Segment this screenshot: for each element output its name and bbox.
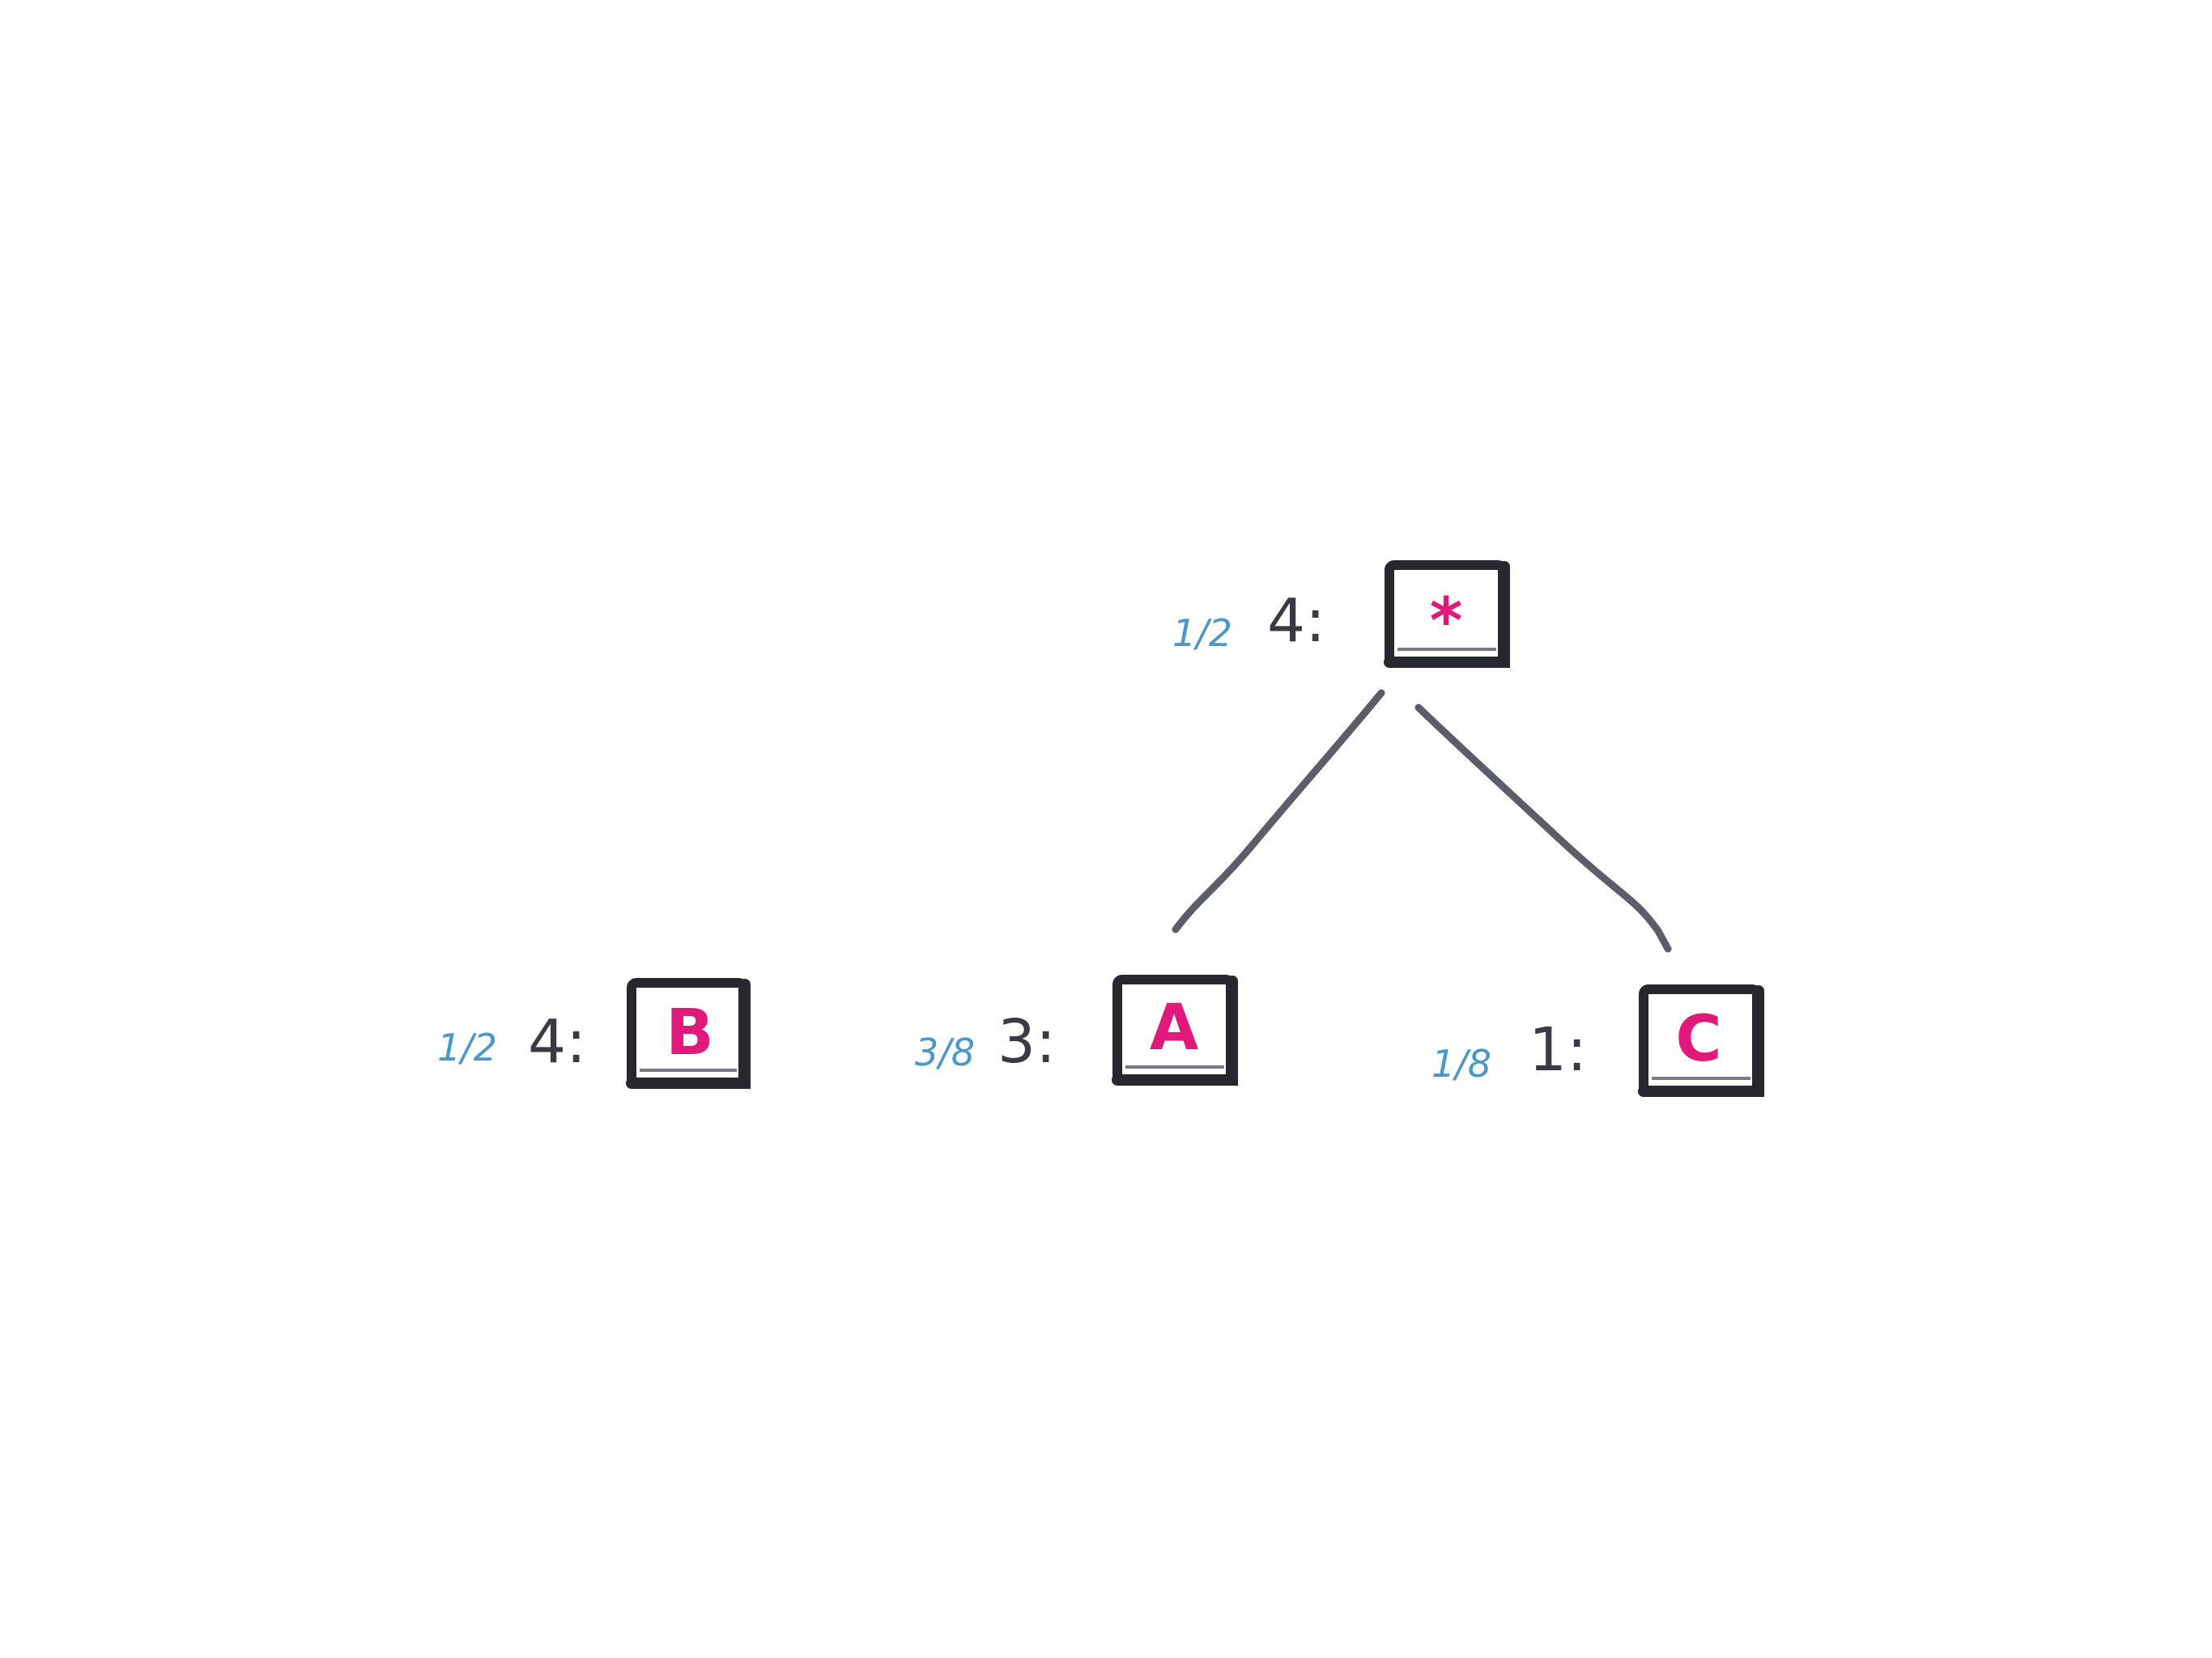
node-root-fraction: 1/2 (1172, 611, 1232, 655)
node-root-weight: 4: (1267, 586, 1325, 656)
node-b-symbol: B (666, 997, 713, 1069)
node-b-weight: 4: (528, 1007, 586, 1077)
node-root-symbol: * (1430, 585, 1463, 658)
node-b-box: B (626, 978, 751, 1089)
node-a: 3/8 3: A (915, 975, 1238, 1086)
node-c: 1/8 1: C (1431, 984, 1764, 1097)
node-b-fraction: 1/2 (437, 1026, 497, 1069)
node-a-weight: 3: (998, 1007, 1056, 1077)
node-root-box: * (1384, 560, 1510, 668)
edge-root-to-c (1414, 704, 1672, 953)
node-a-fraction: 3/8 (915, 1031, 975, 1074)
node-c-symbol: C (1675, 1003, 1721, 1076)
node-c-box: C (1638, 984, 1764, 1097)
node-c-weight: 1: (1529, 1015, 1587, 1085)
node-a-box: A (1112, 975, 1238, 1086)
node-c-fraction: 1/8 (1431, 1042, 1491, 1086)
edge-root-to-a (1172, 689, 1385, 933)
node-b: 1/2 4: B (437, 978, 751, 1089)
node-a-symbol: A (1150, 992, 1198, 1065)
node-root: 1/2 4: * (1172, 560, 1510, 668)
edges (1172, 689, 1672, 953)
